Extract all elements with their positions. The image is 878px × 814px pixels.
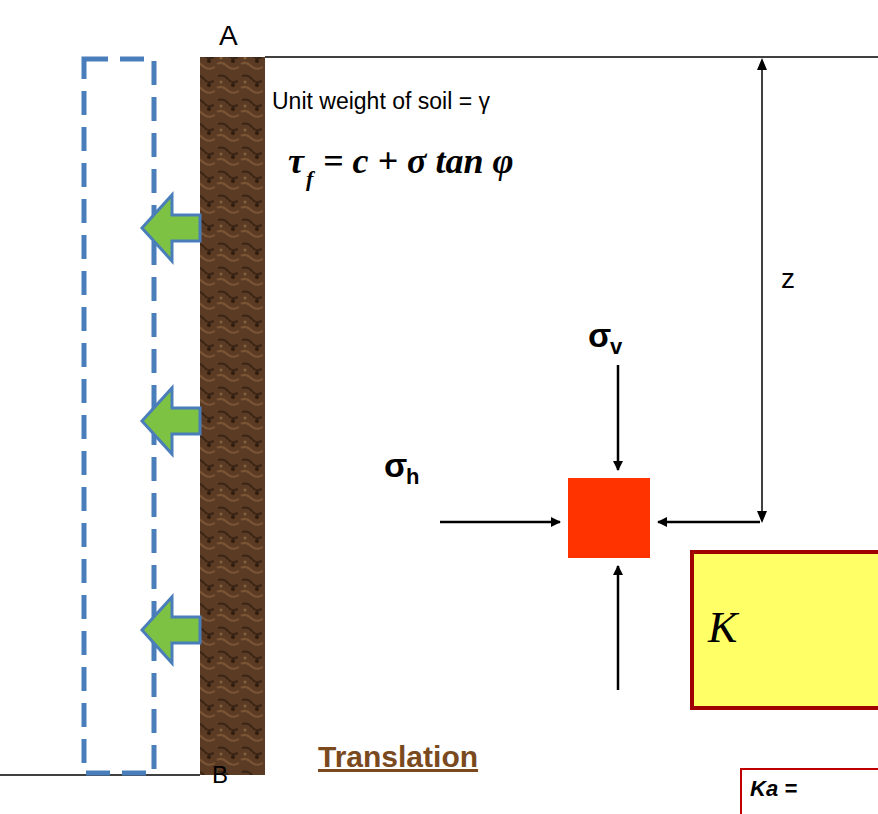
depth-dimension bbox=[761, 60, 763, 521]
stress-arrow bbox=[617, 566, 620, 690]
formula-text: K bbox=[708, 606, 737, 650]
soil-element bbox=[568, 478, 650, 558]
stress-symbol: σ bbox=[588, 318, 611, 352]
stress-arrow bbox=[658, 521, 760, 524]
point-label: A bbox=[219, 22, 238, 50]
formula-box: K bbox=[690, 550, 878, 710]
depth-label: z bbox=[781, 265, 795, 293]
formula-subscript: f bbox=[306, 168, 313, 190]
retaining-wall bbox=[200, 57, 265, 775]
stress-subscript: h bbox=[406, 466, 419, 488]
formula-text: Ka = bbox=[750, 778, 797, 800]
formula-box: Ka = bbox=[740, 768, 878, 814]
ground-surface bbox=[265, 56, 878, 58]
stress-arrow bbox=[617, 365, 620, 470]
point-label: B bbox=[212, 763, 228, 787]
displaced-wall bbox=[84, 59, 154, 773]
formula-text: = c + σ tan φ bbox=[323, 143, 514, 179]
stress-arrow bbox=[440, 521, 560, 524]
movement-mode: Translation bbox=[318, 742, 478, 772]
dimension-head bbox=[757, 58, 767, 70]
soil-note: Unit weight of soil = γ bbox=[272, 90, 490, 113]
stress-symbol: σ bbox=[384, 448, 407, 482]
stress-subscript: v bbox=[610, 336, 622, 358]
movement-arrows bbox=[142, 195, 200, 663]
formula-symbol: τ bbox=[288, 143, 304, 179]
